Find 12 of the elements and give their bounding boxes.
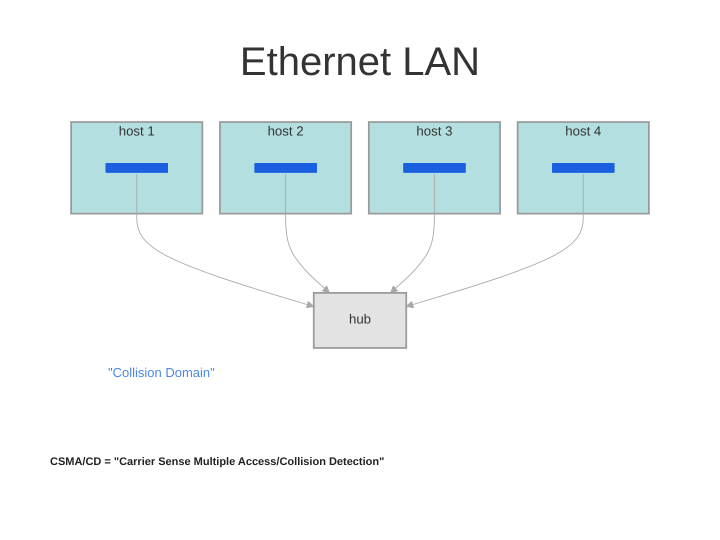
arrow — [136, 174, 314, 308]
cluster: host 4 — [516, 121, 650, 215]
node-box: hub — [312, 292, 408, 349]
arrow — [406, 174, 584, 308]
annotation-text: "Collision Domain" — [108, 365, 215, 380]
arrow — [390, 174, 435, 294]
arrow — [285, 174, 330, 294]
diagram-title: Ethernet LAN — [240, 40, 480, 84]
cluster: host 2 — [219, 121, 352, 215]
cluster: host 3 — [368, 121, 501, 215]
footnote-text: CSMA/CD = "Carrier Sense Multiple Access/Collision Detection" — [50, 456, 384, 468]
cluster: host 1 — [70, 121, 204, 215]
